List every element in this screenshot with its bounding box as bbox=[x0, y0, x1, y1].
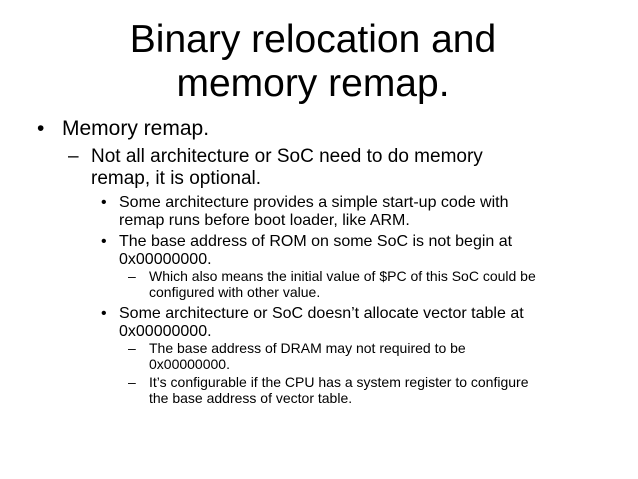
bullet-startup-line-2: remap runs before boot loader, like ARM. bbox=[119, 212, 410, 229]
bullet-marker: • bbox=[101, 305, 107, 322]
bullet-optional-line-1: Not all architecture or SoC need to do m… bbox=[91, 146, 483, 167]
bullet-marker: • bbox=[37, 117, 45, 140]
dash-marker: – bbox=[128, 374, 136, 390]
bullet-dram-line-2: 0x00000000. bbox=[149, 356, 230, 372]
bullet-pc-line-2: configured with other value. bbox=[149, 284, 321, 300]
bullet-config-line-2: the base address of vector table. bbox=[149, 390, 353, 406]
bullet-memory-remap: Memory remap. bbox=[62, 117, 210, 140]
slide-title-line-2: memory remap. bbox=[176, 62, 450, 105]
bullet-optional-line-2: remap, it is optional. bbox=[91, 168, 262, 189]
bullet-marker: • bbox=[101, 194, 107, 211]
bullet-vector-line-2: 0x00000000. bbox=[119, 323, 212, 340]
bullet-dram-line-1: The base address of DRAM may not require… bbox=[149, 340, 466, 356]
dash-marker: – bbox=[128, 268, 136, 284]
dash-marker: – bbox=[128, 340, 136, 356]
slide-title-line-1: Binary relocation and bbox=[129, 18, 497, 61]
bullet-pc-line-1: Which also means the initial value of $P… bbox=[149, 268, 536, 284]
bullet-startup-line-1: Some architecture provides a simple star… bbox=[119, 194, 509, 211]
bullet-vector-line-1: Some architecture or SoC doesn’t allocat… bbox=[119, 305, 524, 322]
bullet-config-line-1: It’s configurable if the CPU has a syste… bbox=[149, 374, 529, 390]
bullet-marker: • bbox=[101, 233, 107, 250]
bullet-rom-line-2: 0x00000000. bbox=[119, 251, 212, 268]
dash-marker: – bbox=[68, 146, 79, 167]
bullet-rom-line-1: The base address of ROM on some SoC is n… bbox=[119, 233, 513, 250]
